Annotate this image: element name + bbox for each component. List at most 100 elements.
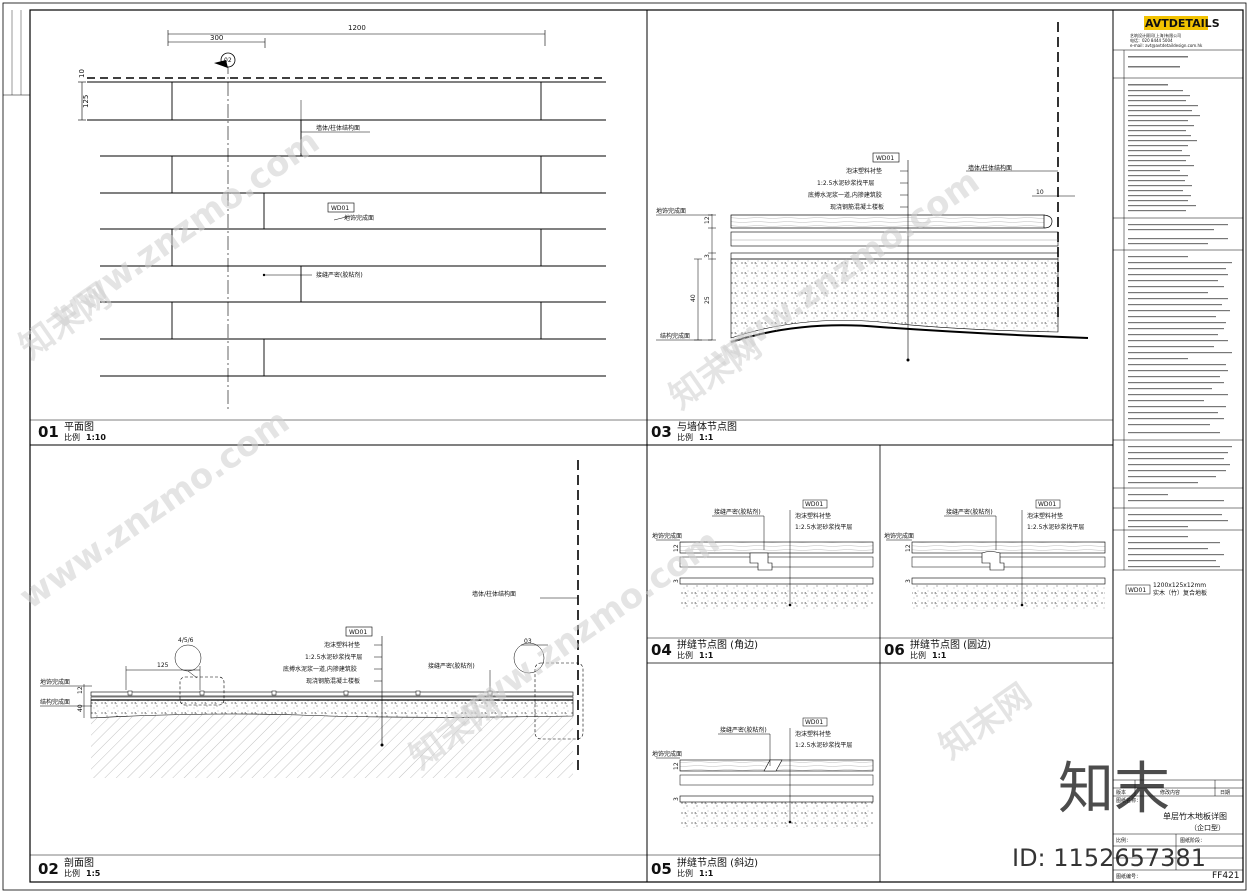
watermark-id: ID: 1152657381 <box>1012 844 1206 872</box>
p02-label-0: 泡沫塑料衬垫 <box>324 641 360 649</box>
scale-value-06: 1:1 <box>932 651 947 660</box>
scale-value-05: 1:1 <box>699 869 714 878</box>
panel-02-section: 4/5/6 03 125 WD01 泡沫塑料衬垫 1:2.5水泥砂浆找平层 底搏… <box>38 460 584 878</box>
p04-wd01: WD01 <box>805 501 823 508</box>
p06-finish: 地饰完成面 <box>884 532 914 540</box>
p02-tag-03: 03 <box>524 638 532 645</box>
p06-seam: 接缝严密(胶粘剂) <box>946 508 993 516</box>
p04-pad: 泡沫塑料衬垫 <box>795 512 831 520</box>
p03-dim-12: 12 <box>704 216 711 224</box>
p02-label-3: 现浇钢筋混凝土楼板 <box>306 677 360 685</box>
p03-dim-40: 40 <box>690 294 697 302</box>
p02-label-2: 底搏水泥浆一道,内掺建筑胶 <box>283 665 357 673</box>
panel-number-02: 02 <box>38 860 59 878</box>
panel-04-joint-corner: WD01 接缝严密(胶粘剂) 泡沫塑料衬垫 1:2.5水泥砂浆找平层 地饰完成面… <box>651 499 874 660</box>
p03-dim-10: 10 <box>1036 189 1044 196</box>
panel-title-06: 拼缝节点图 (圆边) <box>910 638 991 651</box>
rev-header-0: 版本 <box>1116 789 1126 796</box>
section-tag: 02 <box>224 57 232 64</box>
label-wall: 墙体/柱体结构面 <box>316 124 360 132</box>
watermark-brand-big: 知末 <box>1058 757 1170 822</box>
p02-tag-456: 4/5/6 <box>178 637 194 644</box>
scale-value-02: 1:5 <box>86 869 101 878</box>
scale-value-03: 1:1 <box>699 433 714 442</box>
dim-125: 125 <box>82 95 90 108</box>
p05-screed: 1:2.5水泥砂浆找平层 <box>795 741 852 749</box>
panel-number-01: 01 <box>38 423 59 441</box>
p03-wall: 墙体/柱体结构面 <box>968 164 1012 172</box>
p02-dim-12: 12 <box>77 686 84 694</box>
label-wd01: WD01 <box>331 205 349 212</box>
stage-label: 图纸阶段： <box>1180 837 1205 844</box>
drawing-no-label: 图纸编号： <box>1116 873 1141 880</box>
p02-wall: 墙体/柱体结构面 <box>472 590 516 598</box>
drawing-name-2: （企口型） <box>1190 823 1225 832</box>
p03-dim-3: 3 <box>704 254 711 258</box>
label-seam: 接缝严密(胶粘剂) <box>316 271 363 279</box>
panel-number-05: 05 <box>651 860 672 878</box>
p04-dim-12: 12 <box>673 544 680 552</box>
company-phone: 电话：020 8444 5004 <box>1130 37 1173 43</box>
legend-desc-2: 实木（竹）复合地板 <box>1153 589 1207 597</box>
scale-label-06: 比例 <box>910 650 926 660</box>
dim-300: 300 <box>210 34 223 42</box>
panel-title-02: 剖面图 <box>64 856 94 869</box>
panel-title-05: 拼缝节点图 (斜边) <box>677 856 758 869</box>
watermark-site-3: www.znzmo.com <box>442 521 727 737</box>
scale-value-04: 1:1 <box>699 651 714 660</box>
panel-number-06: 06 <box>884 641 905 659</box>
dim-1200: 1200 <box>348 24 366 32</box>
p03-struct: 结构完成面 <box>660 332 690 340</box>
scale-label-05: 比例 <box>677 868 693 878</box>
p03-label-3: 现浇钢筋混凝土楼板 <box>830 203 884 211</box>
p04-dim-3: 3 <box>673 579 680 583</box>
panel-title-03: 与墙体节点图 <box>677 420 737 433</box>
company-name: 艺筑设计顾问(上海)有限公司 <box>1130 32 1181 38</box>
panel-05-joint-bevel: WD01 接缝严密(胶粘剂) 泡沫塑料衬垫 1:2.5水泥砂浆找平层 地饰完成面… <box>651 717 874 878</box>
scale-label-03: 比例 <box>677 432 693 442</box>
watermark-brand-4: 知末网 <box>932 676 1038 767</box>
ratio-label: 比例： <box>1116 837 1131 844</box>
p06-screed: 1:2.5水泥砂浆找平层 <box>1027 523 1084 531</box>
p03-label-1: 1:2.5水泥砂浆找平层 <box>817 179 874 187</box>
p04-screed: 1:2.5水泥砂浆找平层 <box>795 523 852 531</box>
scale-label-04: 比例 <box>677 650 693 660</box>
p02-wd01: WD01 <box>349 629 367 636</box>
p02-label-1: 1:2.5水泥砂浆找平层 <box>305 653 362 661</box>
p06-dim-3: 3 <box>905 579 912 583</box>
scale-label-02: 比例 <box>64 868 80 878</box>
p05-dim-12: 12 <box>673 762 680 770</box>
p02-finish: 地饰完成面 <box>40 678 70 686</box>
p02-dim-40: 40 <box>77 704 84 712</box>
p03-label-0: 泡沫塑料衬垫 <box>846 167 882 175</box>
legend-desc-1: 1200x125x12mm <box>1153 582 1206 589</box>
p03-label-2: 底搏水泥浆一道,内掺建筑胶 <box>808 191 882 199</box>
p05-finish: 地饰完成面 <box>652 750 682 758</box>
p05-seam: 接缝严密(胶粘剂) <box>720 726 767 734</box>
dim-10: 10 <box>78 69 86 78</box>
p04-finish: 地饰完成面 <box>652 532 682 540</box>
p03-wd01: WD01 <box>876 155 894 162</box>
title-block: AVTDETAILS 艺筑设计顾问(上海)有限公司 电话：020 8444 50… <box>1113 16 1243 881</box>
panel-06-joint-round: WD01 接缝严密(胶粘剂) 泡沫塑料衬垫 1:2.5水泥砂浆找平层 地饰完成面… <box>884 499 1106 660</box>
p06-dim-12: 12 <box>905 544 912 552</box>
panel-03-wall-node: WD01 泡沫塑料衬垫 1:2.5水泥砂浆找平层 底搏水泥浆一道,内掺建筑胶 现… <box>651 22 1089 442</box>
drawing-name-label: 图纸名称： <box>1116 797 1141 804</box>
panel-number-04: 04 <box>651 641 672 659</box>
p02-seam: 接缝严密(胶粘剂) <box>428 662 475 670</box>
p03-dim-25: 25 <box>704 296 711 304</box>
company-email: e-mail: avt@avtdetaildesign.com.hk <box>1130 43 1203 48</box>
label-floor-face: 地饰完成面 <box>344 214 374 222</box>
rev-header-2: 日期 <box>1220 790 1230 796</box>
scale-label-01: 比例 <box>64 432 80 442</box>
rev-header-1: 修改内容 <box>1160 789 1180 796</box>
p03-finish: 地饰完成面 <box>656 207 686 215</box>
panel-01-plan: 1200 300 10 125 02 墙体/柱体结构面 WD01 地饰完成面 接… <box>38 24 606 442</box>
p04-seam: 接缝严密(胶粘剂) <box>714 508 761 516</box>
p02-struct: 结构完成面 <box>40 698 70 706</box>
p06-pad: 泡沫塑料衬垫 <box>1027 512 1063 520</box>
panel-title-01: 平面图 <box>64 421 94 433</box>
legend-code: WD01 <box>1128 587 1146 594</box>
p02-dim-125: 125 <box>157 662 169 669</box>
